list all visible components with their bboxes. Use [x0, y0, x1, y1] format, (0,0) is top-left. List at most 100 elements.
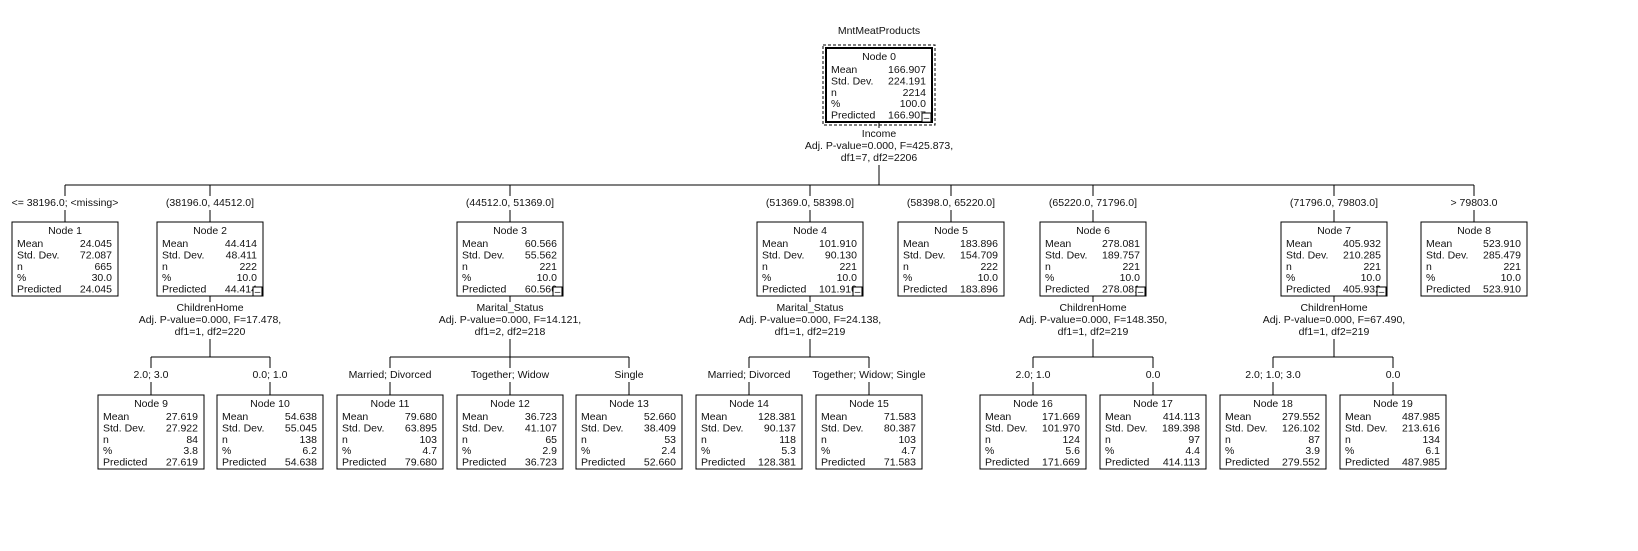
stat-label: n — [1105, 434, 1111, 446]
stat-label: Std. Dev. — [1426, 249, 1468, 261]
collapse-box — [252, 286, 263, 297]
stat-value: 55.562 — [525, 249, 557, 261]
collapse-button[interactable]: – — [852, 286, 863, 298]
split-variable: Income — [862, 128, 897, 140]
branch-label-bg — [163, 196, 257, 210]
stat-label: Std. Dev. — [701, 422, 743, 434]
split-statistics: df1=1, df2=219 — [1058, 326, 1129, 338]
split-statistics: df1=1, df2=219 — [775, 326, 846, 338]
stat-value: 189.757 — [1102, 249, 1140, 261]
stat-label: Predicted — [1045, 284, 1090, 296]
stat-label: Std. Dev. — [1286, 249, 1328, 261]
stat-value: 221 — [539, 261, 557, 273]
stat-value: 101.910 — [819, 284, 857, 296]
stat-label: Predicted — [701, 457, 746, 469]
stat-value: 54.638 — [285, 411, 317, 423]
stat-label: n — [1045, 261, 1051, 273]
node-box — [1280, 221, 1388, 297]
stat-label: Predicted — [831, 110, 876, 122]
stat-value: 10.0 — [1501, 272, 1522, 284]
stat-label: n — [701, 434, 707, 446]
stat-value: 278.081 — [1102, 238, 1140, 250]
stat-label: Mean — [985, 411, 1011, 423]
stat-label: n — [581, 434, 587, 446]
split-variable: Marital_Status — [476, 302, 543, 314]
collapse-button[interactable]: – — [1376, 286, 1387, 298]
stat-value: 210.285 — [1343, 249, 1381, 261]
split-variable: Marital_Status — [776, 302, 843, 314]
collapse-button[interactable]: – — [921, 112, 932, 124]
target-title: MntMeatProducts — [838, 25, 920, 37]
stat-value: 224.191 — [888, 75, 926, 87]
stat-value: 103 — [898, 434, 916, 446]
stat-value: 54.638 — [285, 457, 317, 469]
node-title: Node 12 — [490, 398, 530, 410]
stat-label: n — [821, 434, 827, 446]
stat-label: Mean — [1286, 238, 1312, 250]
stat-value: 36.723 — [525, 411, 557, 423]
stat-label: Predicted — [17, 284, 62, 296]
collapse-button[interactable]: – — [552, 286, 563, 298]
stat-label: Std. Dev. — [1225, 422, 1267, 434]
minus-icon: – — [1138, 287, 1144, 298]
branch-label: (71796.0, 79803.0] — [1290, 197, 1378, 209]
stat-label: Mean — [342, 411, 368, 423]
branch-label: 2.0; 3.0 — [133, 369, 168, 381]
stat-label: Predicted — [821, 457, 866, 469]
stat-label: % — [342, 445, 351, 457]
stat-value: 183.896 — [960, 284, 998, 296]
stat-value: 279.552 — [1282, 457, 1320, 469]
branch-label: Single — [614, 369, 643, 381]
stat-label: Predicted — [462, 457, 507, 469]
node-box — [897, 221, 1005, 297]
stat-label: Predicted — [1345, 457, 1390, 469]
node-box — [156, 221, 264, 297]
stat-value: 405.932 — [1343, 238, 1381, 250]
node-box — [695, 394, 803, 470]
stat-value: 124 — [1062, 434, 1080, 446]
stat-label: n — [762, 261, 768, 273]
stat-label: Predicted — [903, 284, 948, 296]
stat-label: Std. Dev. — [1345, 422, 1387, 434]
stat-value: 523.910 — [1483, 284, 1521, 296]
stat-value: 128.381 — [758, 411, 796, 423]
stat-label: % — [162, 272, 171, 284]
branch-label: (44512.0, 51369.0] — [466, 197, 554, 209]
stat-label: n — [162, 261, 168, 273]
stat-value: 4.7 — [422, 445, 437, 457]
stat-value: 414.113 — [1163, 457, 1200, 469]
branch-label-bg — [1287, 196, 1381, 210]
branch-label-bg — [810, 368, 928, 382]
selection-outline — [822, 44, 936, 126]
stat-value: 30.0 — [92, 272, 113, 284]
branch-label-bg — [250, 368, 290, 382]
stat-value: 3.9 — [1305, 445, 1320, 457]
stat-value: 405.932 — [1343, 284, 1381, 296]
collapse-button[interactable]: – — [252, 286, 263, 298]
node-title: Node 11 — [371, 398, 410, 410]
stat-label: n — [462, 434, 468, 446]
stat-value: 10.0 — [1361, 272, 1382, 284]
stat-label: n — [1225, 434, 1231, 446]
node-title: Node 9 — [134, 398, 168, 410]
stat-label: n — [903, 261, 909, 273]
stat-label: % — [701, 445, 710, 457]
stat-value: 53 — [664, 434, 676, 446]
collapse-box — [1135, 286, 1146, 297]
stat-value: 213.616 — [1402, 422, 1440, 434]
stat-label: Mean — [831, 64, 857, 76]
node-box — [575, 394, 683, 470]
stat-value: 10.0 — [837, 272, 858, 284]
stat-value: 71.583 — [884, 411, 916, 423]
stat-value: 189.398 — [1162, 422, 1200, 434]
stat-label: n — [17, 261, 23, 273]
stat-label: % — [831, 98, 840, 110]
stat-value: 222 — [239, 261, 257, 273]
stat-label: Mean — [1105, 411, 1131, 423]
stat-value: 90.137 — [764, 422, 796, 434]
collapse-button[interactable]: – — [1135, 286, 1146, 298]
branch-label: 2.0; 1.0; 3.0 — [1245, 369, 1301, 381]
